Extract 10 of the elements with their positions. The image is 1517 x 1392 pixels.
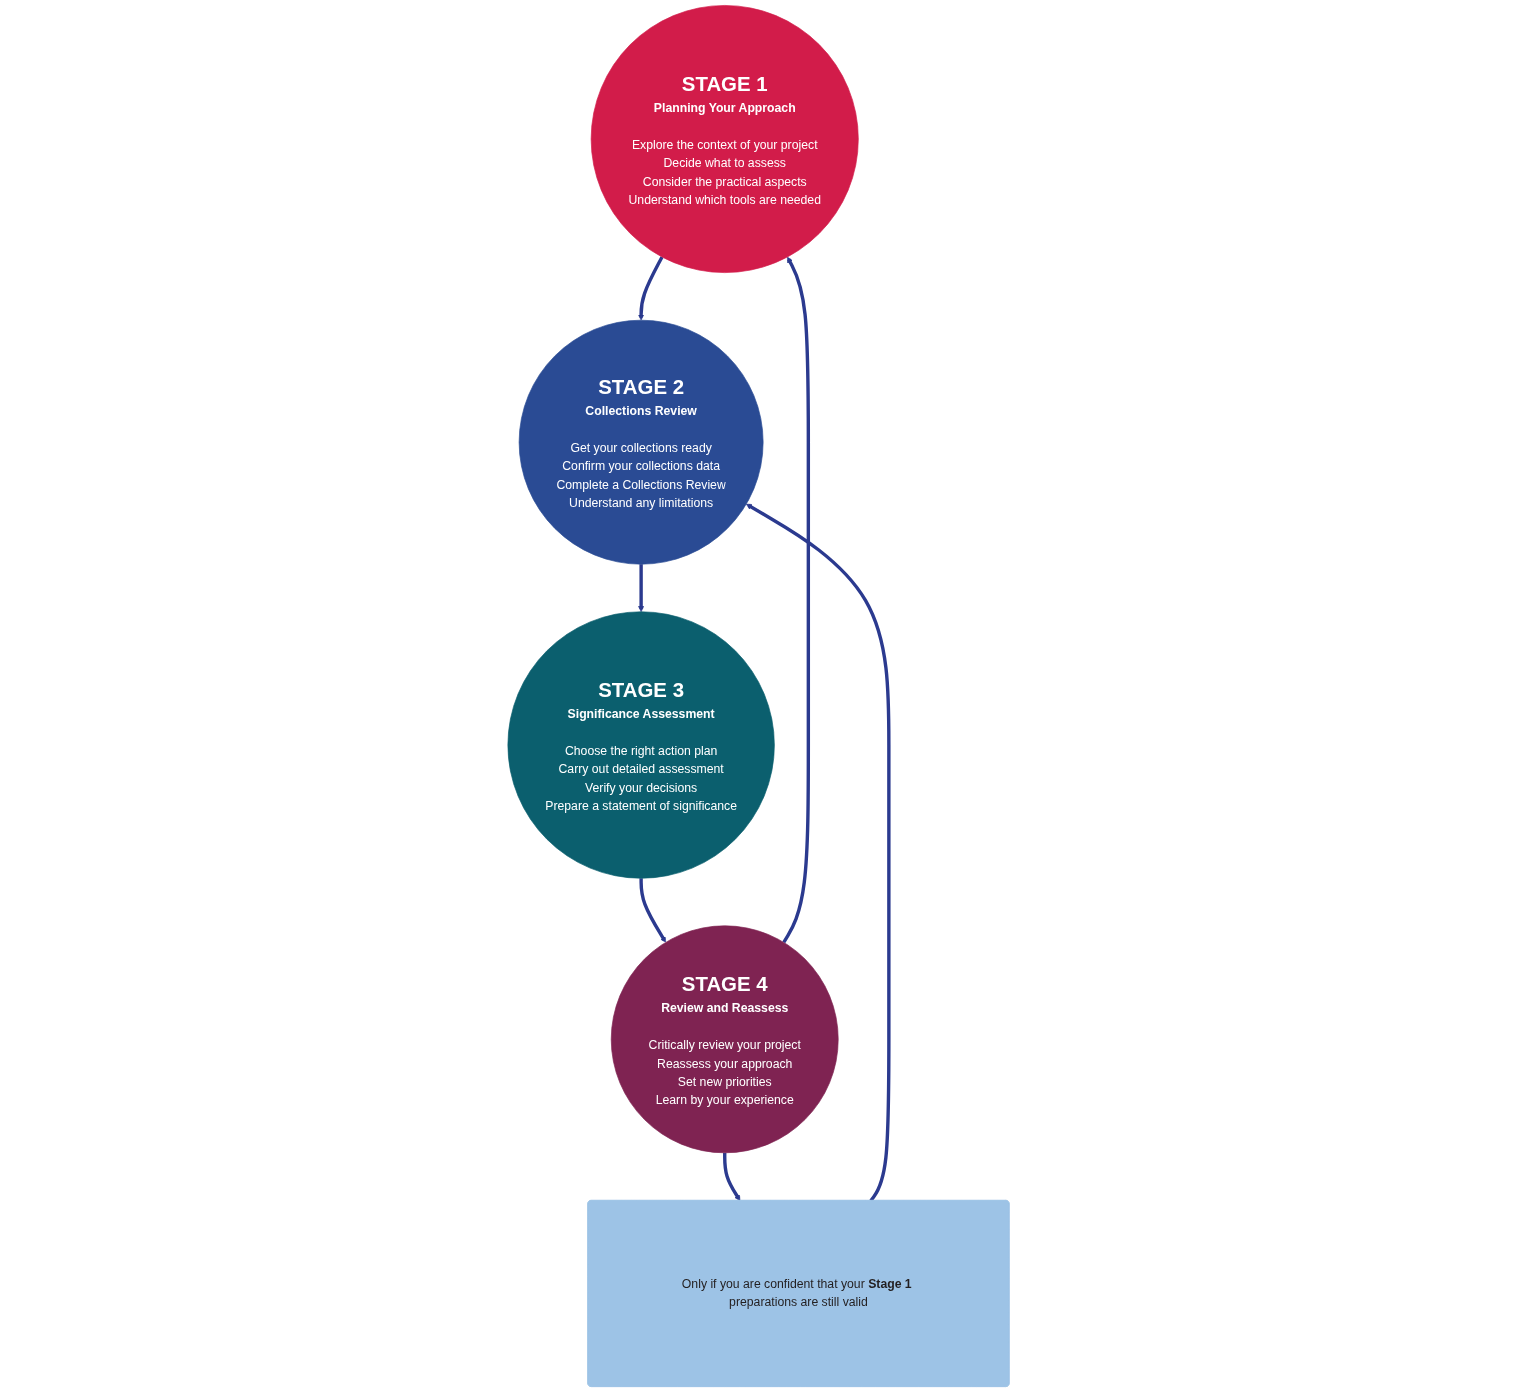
arrow: [638, 564, 645, 613]
node-circle: STAGE 4 Review and Reassess Critically review your project Reassess your approach Set new priorities Learn by your experience: [610, 925, 839, 1154]
node-circle: STAGE 1 Planning Your Approach Explore the context of your project Decide what to assess Consider the practical aspects Understand which tools are needed: [590, 5, 859, 273]
arrow: [782, 256, 811, 944]
arrow: [638, 256, 664, 321]
node-circle: STAGE 3 Significance Assessment Choose the right action plan Carry out detailed assessment Verify your decisions Prepare a statement of significance: [507, 611, 775, 879]
arrow: [723, 1152, 741, 1201]
node-circle: STAGE 2 Collections Review Get your collections ready Confirm your collections data Complete a Collections Review Understand any limitations: [518, 319, 764, 565]
arrow: [639, 878, 666, 943]
arrow: [746, 503, 891, 1202]
